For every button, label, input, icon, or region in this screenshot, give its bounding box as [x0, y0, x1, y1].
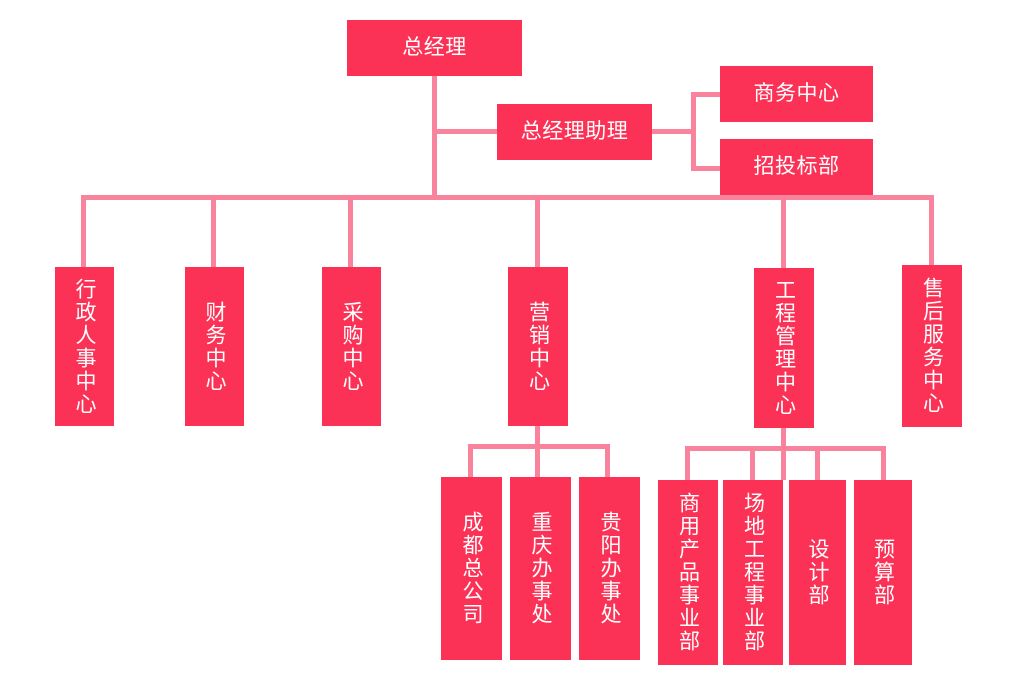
connector-assistant-stub	[650, 129, 696, 134]
connector-assistant-spine	[691, 92, 696, 171]
node-procurement-center[interactable]: 采购中心	[322, 267, 381, 426]
node-engineering-management-center[interactable]: 工程管理中心	[754, 268, 814, 428]
node-label: 预算部	[871, 538, 896, 607]
connector-drop-admin-hr	[81, 195, 86, 268]
connector-drop-after-sales	[929, 195, 934, 266]
node-label: 营销中心	[526, 300, 551, 393]
node-label: 场地工程事业部	[741, 492, 766, 653]
connector-drop-engineering	[781, 195, 786, 268]
node-business-center[interactable]: 商务中心	[720, 66, 873, 122]
node-label: 贵阳办事处	[598, 511, 622, 626]
connector-gm-trunk	[432, 75, 437, 197]
node-design-department[interactable]: 设计部	[789, 480, 846, 665]
connector-drop-marketing	[535, 195, 540, 268]
connector-engineering-stem	[781, 428, 786, 480]
connector-drop-procurement	[348, 195, 353, 268]
connector-drop-design	[815, 446, 820, 480]
node-label: 设计部	[806, 538, 830, 607]
node-after-sales-service-center[interactable]: 售后服务中心	[902, 265, 962, 427]
node-label: 财务中心	[203, 300, 227, 393]
node-label: 总经理助理	[520, 119, 629, 144]
node-chengdu-head-company[interactable]: 成都总公司	[441, 477, 502, 660]
node-label: 商务中心	[753, 81, 840, 106]
node-admin-hr-center[interactable]: 行政人事中心	[55, 267, 114, 426]
node-label: 招投标部	[753, 154, 840, 179]
node-marketing-center[interactable]: 营销中心	[508, 267, 568, 426]
connector-drop-chengdu	[468, 444, 473, 477]
connector-drop-chongqing	[535, 444, 540, 477]
connector-drop-site-engineering	[750, 446, 755, 480]
connector-drop-finance	[211, 195, 216, 268]
node-label: 商用产品事业部	[676, 492, 701, 653]
connector-drop-budget	[881, 446, 886, 480]
connector-assistant-to-bidding	[691, 166, 723, 171]
node-commercial-product-division[interactable]: 商用产品事业部	[658, 480, 718, 665]
node-general-manager[interactable]: 总经理	[347, 20, 522, 76]
node-chongqing-office[interactable]: 重庆办事处	[510, 477, 571, 660]
node-label: 售后服务中心	[920, 277, 945, 415]
connector-drop-commercial-product	[685, 446, 690, 480]
node-gm-assistant[interactable]: 总经理助理	[497, 104, 652, 160]
node-site-engineering-division[interactable]: 场地工程事业部	[723, 480, 783, 665]
node-finance-center[interactable]: 财务中心	[185, 267, 244, 426]
node-guiyang-office[interactable]: 贵阳办事处	[579, 477, 640, 660]
node-label: 采购中心	[340, 300, 364, 393]
connector-assistant-to-business-center	[691, 92, 723, 97]
node-budget-department[interactable]: 预算部	[854, 480, 912, 665]
node-label: 总经理	[402, 35, 467, 60]
connector-gm-to-assistant	[432, 129, 500, 134]
node-label: 成都总公司	[460, 511, 484, 626]
node-label: 行政人事中心	[73, 277, 97, 416]
node-bidding-department[interactable]: 招投标部	[720, 139, 873, 195]
node-label: 工程管理中心	[772, 279, 797, 417]
connector-main-bus	[81, 195, 934, 200]
connector-drop-guiyang	[605, 444, 610, 477]
node-label: 重庆办事处	[529, 511, 553, 626]
connector-engineering-bus	[685, 446, 886, 451]
